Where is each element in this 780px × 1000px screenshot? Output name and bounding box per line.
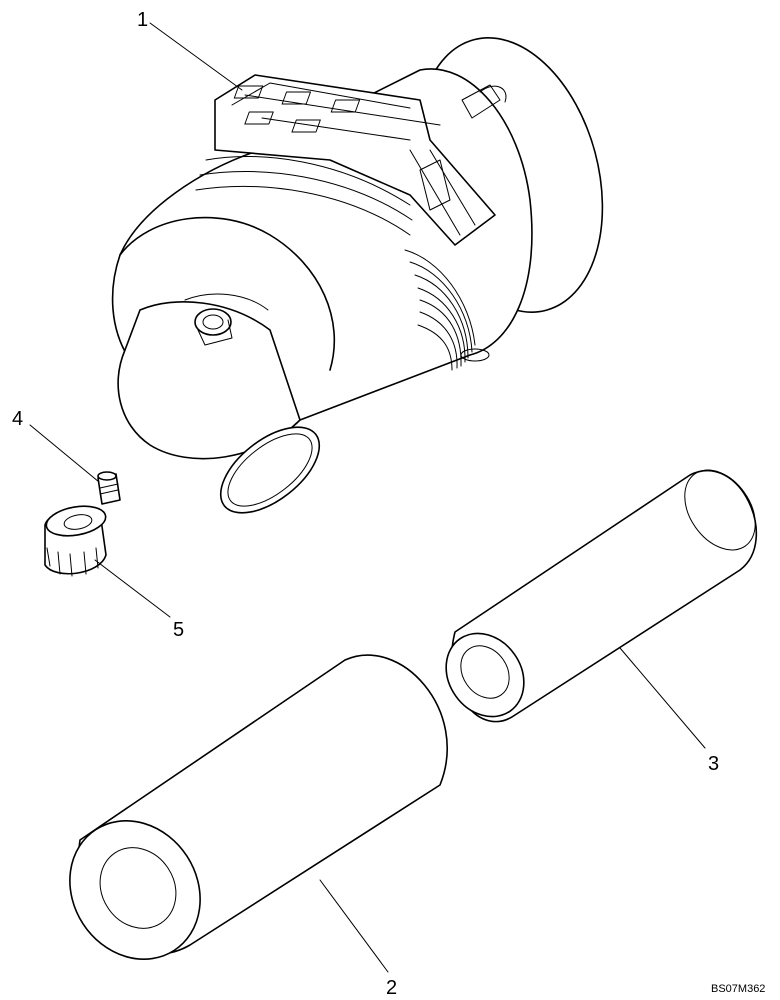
drawing-code: BS07M362 [711, 983, 765, 995]
callout-2: 2 [386, 977, 397, 999]
restriction-indicator [44, 505, 107, 577]
inner-filter-element [445, 469, 758, 723]
leader-lines [29, 22, 706, 973]
fitting [97, 471, 121, 505]
callout-4: 4 [12, 408, 23, 430]
callout-5: 5 [173, 619, 184, 641]
air-cleaner-housing [111, 37, 604, 514]
outer-filter-element [69, 654, 448, 960]
callout-1: 1 [137, 9, 148, 31]
callout-3: 3 [708, 753, 719, 775]
